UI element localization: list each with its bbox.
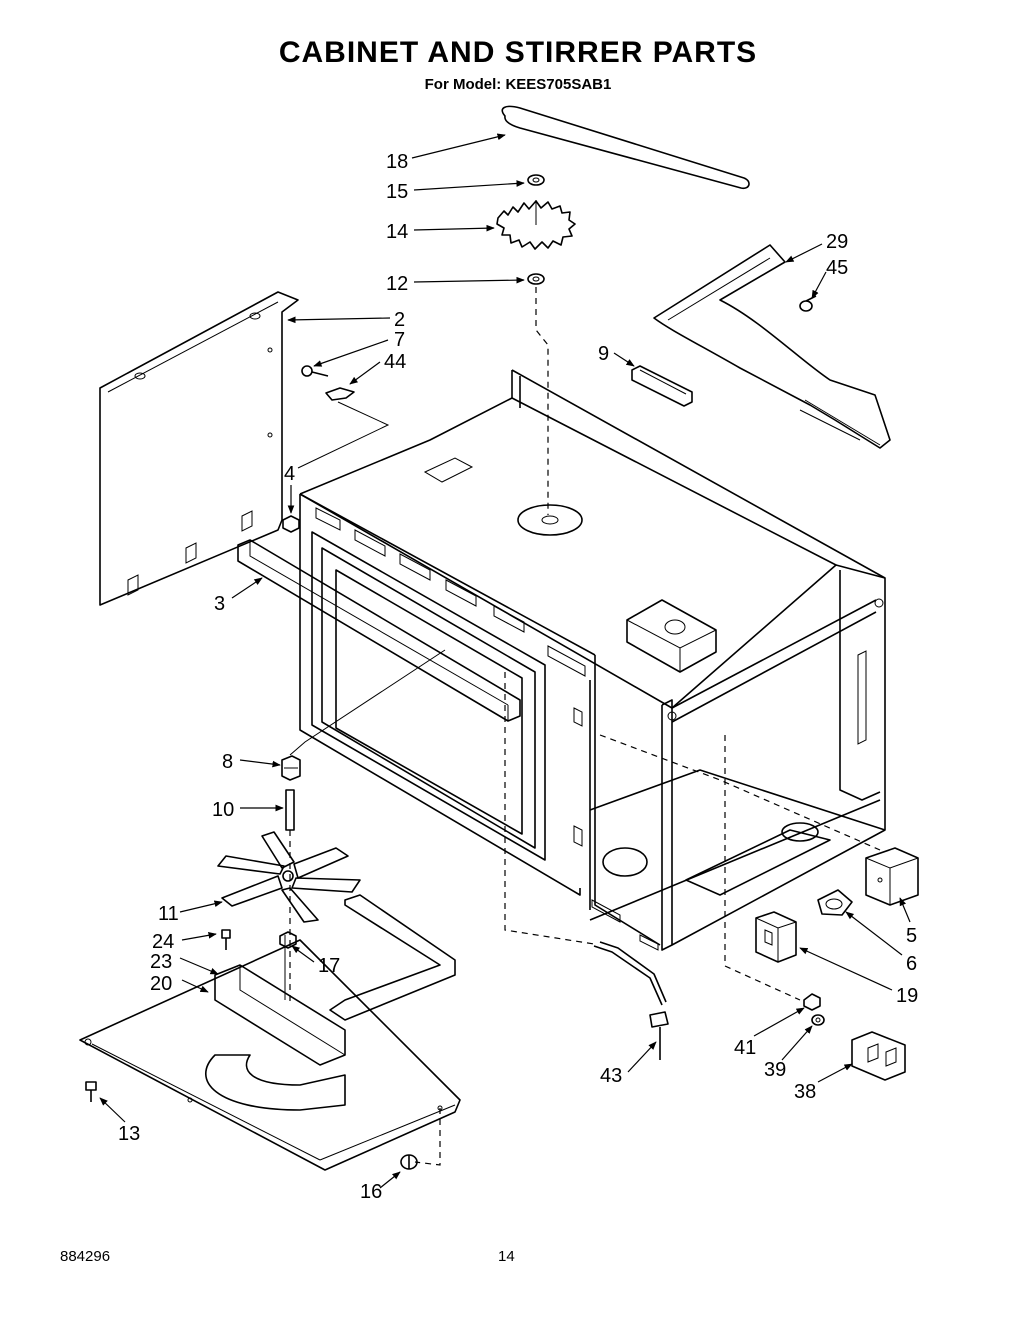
page-title: CABINET AND STIRRER PARTS: [278, 36, 758, 69]
callout-29: 29: [826, 231, 848, 253]
callout-19: 19: [896, 985, 918, 1007]
callout-10: 10: [212, 799, 234, 821]
callout-labels: 18 15 14 12 29 45 2 7 44 9 4 3 8 10 11 2…: [118, 151, 918, 1203]
screw-part-7: [301, 365, 329, 377]
cabinet-enclosure: [299, 369, 886, 951]
callout-41: 41: [734, 1037, 756, 1059]
retainer-part: [527, 174, 545, 186]
switch-part-19: [755, 911, 797, 963]
side-panel-part: [99, 291, 299, 606]
stirrer-cover-part: [79, 939, 461, 1171]
callout-44: 44: [384, 351, 406, 373]
callout-12: 12: [386, 273, 408, 295]
callout-45: 45: [826, 257, 848, 279]
callout-39: 39: [764, 1059, 786, 1081]
callout-8: 8: [222, 751, 233, 773]
stirrer-washer-part: [527, 273, 545, 285]
callout-24: 24: [152, 931, 174, 953]
screw-part-16: [400, 1154, 418, 1170]
stirrer-pulley-part: [496, 200, 576, 250]
stirrer-blade-part: [217, 831, 361, 923]
callout-43: 43: [600, 1065, 622, 1087]
nut-part-41: [803, 993, 821, 1011]
interlock-switch-part: [865, 847, 919, 906]
screw-part-45: [799, 295, 817, 312]
sensor-probe-part: [593, 941, 669, 1060]
callout-6: 6: [906, 953, 917, 975]
document-number: 884296: [60, 1248, 111, 1265]
washer-part-39: [811, 1014, 825, 1026]
callout-4: 4: [284, 463, 295, 485]
bearing-part-8: [281, 755, 301, 781]
nut-part-4: [282, 515, 300, 533]
callout-11: 11: [158, 903, 179, 925]
callout-13: 13: [118, 1123, 140, 1145]
stirrer-bracket-part: [214, 894, 456, 1066]
callout-23: 23: [150, 951, 172, 973]
trim-rail-part: [237, 539, 521, 722]
callout-9: 9: [598, 343, 609, 365]
bracket-part-9: [631, 365, 693, 407]
callout-3: 3: [214, 593, 225, 615]
screw-part-13: [85, 1081, 97, 1102]
callout-20: 20: [150, 973, 172, 995]
model-subtitle: For Model: KEES705SAB1: [424, 76, 612, 93]
callout-15: 15: [386, 181, 408, 203]
callout-14: 14: [386, 221, 408, 243]
callout-leaders: [99, 133, 911, 1189]
page-number: 14: [498, 1248, 515, 1265]
stirrer-belt-part: [501, 105, 750, 190]
screw-part-24: [221, 929, 231, 950]
callout-17: 17: [318, 955, 340, 977]
callout-38: 38: [794, 1081, 816, 1103]
terminal-part-38: [851, 1031, 906, 1081]
clip-part-44: [325, 387, 355, 401]
callout-5: 5: [906, 925, 917, 947]
thermal-cutout-part: [817, 889, 853, 916]
callout-7: 7: [394, 329, 405, 351]
shaft-part-10: [285, 789, 295, 831]
callout-2: 2: [394, 309, 405, 331]
air-duct-part: [653, 244, 891, 449]
callout-18: 18: [386, 151, 408, 173]
nut-part-17: [279, 931, 297, 949]
callout-16: 16: [360, 1181, 382, 1203]
